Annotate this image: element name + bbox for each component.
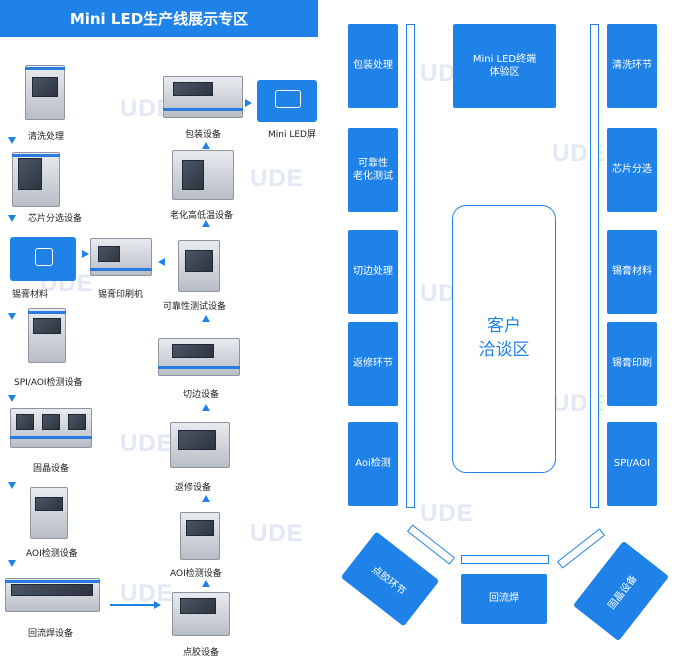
zone-chip: 芯片分选: [607, 128, 657, 212]
print-machine: [90, 238, 152, 276]
bottom-strip: [461, 555, 549, 564]
zone-experience: Mini LED终端 体验区: [453, 24, 556, 108]
diag-strip-left: [406, 524, 456, 565]
zone-aoi: Aoi检测: [348, 422, 398, 506]
zone-spi: SPI/AOI: [607, 422, 657, 506]
aoi2-label: AOI检测设备: [170, 569, 222, 579]
glue-machine: [172, 592, 230, 636]
zone-clean: 清洗环节: [607, 24, 657, 108]
arrow-right-icon: [245, 99, 252, 107]
spi-machine: [28, 308, 66, 363]
zone-pack: 包装处理: [348, 24, 398, 108]
screen-label: Mini LED屏: [268, 130, 316, 140]
pack-label: 包装设备: [185, 130, 222, 140]
chip-label: 芯片分选设备: [28, 214, 83, 224]
left-panel: UDE UDE UDE UDE UDE UDE Mini LED生产线展示专区 …: [0, 0, 320, 662]
cut-machine: [158, 338, 240, 376]
arrow-down-icon: [8, 395, 16, 402]
spi-label: SPI/AOI检测设备: [14, 378, 83, 388]
arrow-up-icon: [202, 315, 210, 322]
zone-reflow: 回流焊: [461, 574, 547, 624]
print-label: 锡膏印刷机: [98, 290, 144, 300]
zone-paste: 锡膏材料: [607, 230, 657, 314]
zone-reliability: 可靠性 老化测试: [348, 128, 398, 212]
floorplan-panel: UDE UDE UDE UDE UDE 包装处理 可靠性 老化测试 切边处理 返…: [322, 0, 675, 662]
diag-strip-right: [556, 528, 606, 569]
pack-machine: [163, 76, 243, 118]
clean-label: 清洗处理: [28, 132, 65, 142]
zone-negotiation: 客户 洽谈区: [452, 205, 556, 473]
watermark: UDE: [250, 165, 304, 192]
zone-bond: 固晶设备: [572, 540, 670, 642]
screen-icon: [275, 90, 301, 108]
cut-label: 切边设备: [183, 390, 220, 400]
zone-cut: 切边处理: [348, 230, 398, 314]
glue-label: 点胶设备: [183, 648, 220, 658]
arrow-down-icon: [8, 313, 16, 320]
watermark: UDE: [420, 500, 474, 527]
rel-machine: [178, 240, 220, 292]
aoi2-machine: [180, 512, 220, 560]
bond-label: 固晶设备: [33, 464, 70, 474]
left-strip: [406, 24, 415, 508]
arrow-left-icon: [158, 258, 165, 266]
aging-machine: [172, 150, 234, 200]
arrow-up-icon: [202, 495, 210, 502]
reflow-label: 回流焊设备: [28, 629, 74, 639]
aging-label: 老化高低温设备: [170, 211, 234, 221]
arrow-right-icon: [110, 604, 154, 606]
rel-label: 可靠性测试设备: [163, 302, 227, 312]
arrow-down-icon: [8, 215, 16, 222]
arrow-down-icon: [8, 560, 16, 567]
aoi1-label: AOI检测设备: [26, 549, 78, 559]
rework-label: 返修设备: [175, 483, 212, 493]
watermark: UDE: [120, 430, 174, 457]
arrow-up-icon: [202, 404, 210, 411]
arrow-right-icon: [82, 250, 89, 258]
arrow-up-icon: [202, 580, 210, 587]
zone-rework: 返修环节: [348, 322, 398, 406]
clean-machine: [25, 65, 65, 120]
material-icon: [35, 248, 53, 266]
zone-print: 锡膏印刷: [607, 322, 657, 406]
paste-tile: [10, 237, 76, 281]
arrow-right-icon: [154, 601, 161, 609]
right-strip: [590, 24, 599, 508]
screen-tile: [257, 80, 317, 122]
arrow-down-icon: [8, 137, 16, 144]
arrow-up-icon: [202, 142, 210, 149]
watermark: UDE: [250, 520, 304, 547]
bond-machine: [10, 408, 92, 448]
chip-machine: [12, 152, 60, 207]
rework-machine: [170, 422, 230, 468]
aoi1-machine: [30, 487, 68, 539]
paste-label: 锡膏材料: [12, 290, 49, 300]
arrow-up-icon: [202, 220, 210, 227]
arrow-down-icon: [8, 482, 16, 489]
page-title: Mini LED生产线展示专区: [0, 0, 318, 37]
reflow-machine: [5, 578, 100, 612]
